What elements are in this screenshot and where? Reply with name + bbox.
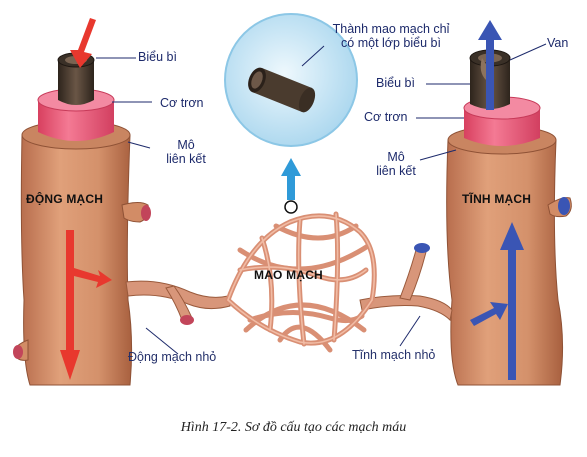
artery-branch-opening [141,205,151,221]
artery-lower-opening [13,345,23,359]
artery-inflow-arrow [70,18,96,68]
figure-caption: Hình 17-2. Sơ đồ cấu tạo các mạch máu [180,420,407,435]
label-connective-left-line1: Mô [177,138,195,152]
label-epidermis-right: Biểu bì [376,76,415,90]
label-connective-right: Mô liên kết [370,150,422,178]
vein-branch-opening [558,197,570,215]
label-smooth-muscle-left: Cơ trơn [160,96,204,110]
leader-lines [96,43,547,355]
label-connective-left-line2: liên kết [166,152,206,166]
label-venule: Tĩnh mạch nhỏ [352,348,436,362]
vein-flow-arrow [500,222,524,380]
artery-vessel [13,52,151,386]
label-valve: Van [547,36,569,50]
vein-vessel [446,49,572,386]
arteriole [125,280,231,325]
label-capillaries: MAO MẠCH [254,268,323,282]
artery-flow-arrow [60,230,80,380]
capillary-network [225,211,377,353]
magnify-target-ring [284,200,298,214]
vein-branch-flow-arrow [470,302,508,326]
label-arteriole: Động mạch nhỏ [128,350,217,364]
capillary-wall-closeup [248,67,316,113]
label-capillary-note-line1: Thành mao mạch chỉ [332,22,450,36]
label-connective-left: Mô liên kết [160,138,212,166]
label-epidermis-left: Biểu bì [138,50,177,64]
venule [359,243,453,322]
label-capillary-note: Thành mao mạch chỉ có một lớp biểu bì [316,22,466,50]
vein-outflow-arrow [478,20,502,110]
artery-branch-flow-arrow [74,268,112,288]
label-connective-right-line2: liên kết [376,164,416,178]
label-capillary-note-line2: có một lớp biểu bì [341,36,441,50]
magnify-pointer-arrow [281,158,301,200]
label-artery: ĐỘNG MẠCH [26,192,104,206]
label-connective-right-line1: Mô [387,150,405,164]
label-vein: TĨNH MẠCH [462,192,532,206]
label-smooth-muscle-right: Cơ trơn [364,110,408,124]
